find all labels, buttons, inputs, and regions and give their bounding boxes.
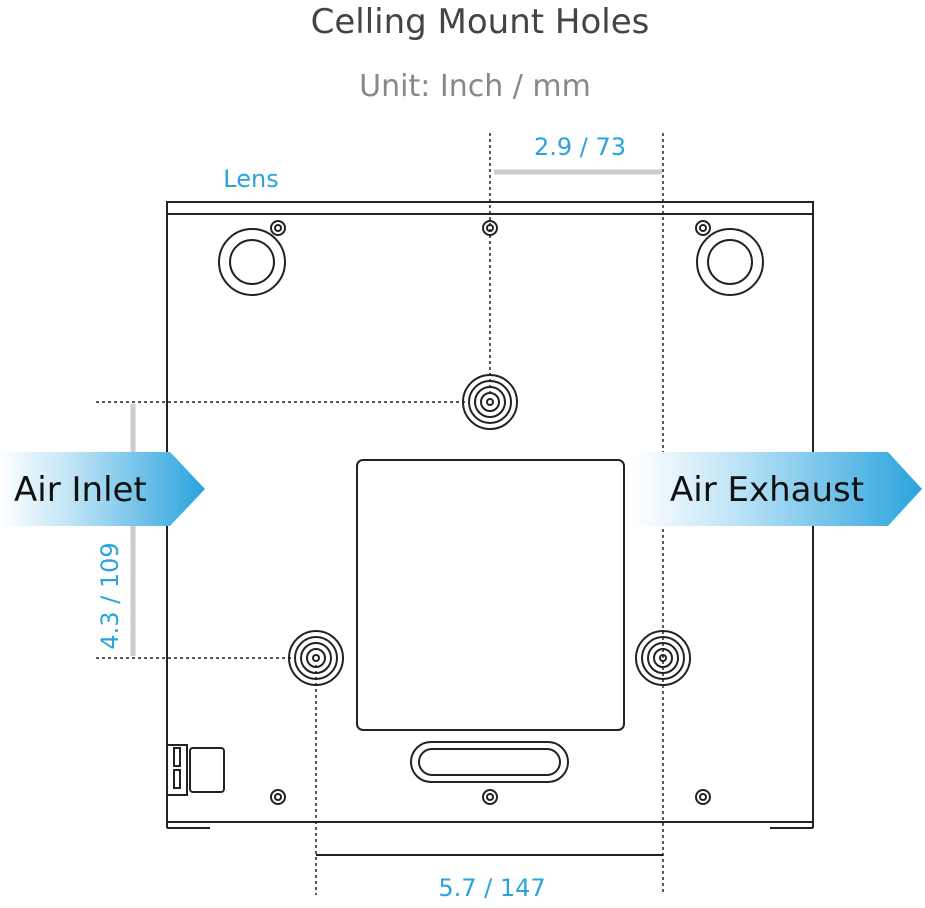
lens-label: Lens — [223, 165, 278, 193]
bottom-panel — [356, 459, 625, 731]
foot-right — [696, 228, 764, 296]
screw-top-right — [695, 220, 711, 236]
slot-handle — [410, 741, 569, 783]
air-exhaust-label: Air Exhaust — [670, 470, 864, 510]
air-exhaust-arrow: Air Exhaust — [633, 452, 922, 526]
screw-bottom-left — [270, 789, 286, 805]
side-connector — [166, 744, 225, 796]
unit-subtitle: Unit: Inch / mm — [359, 69, 591, 104]
screw-bottom-center — [482, 789, 498, 805]
screw-top-left — [270, 220, 286, 236]
foot-left — [218, 228, 286, 296]
diagram-title: Celling Mount Holes — [311, 2, 650, 42]
screw-bottom-right — [695, 789, 711, 805]
air-inlet-label: Air Inlet — [14, 470, 147, 510]
left-dimension-label: 4.3 / 109 — [96, 542, 124, 649]
top-dimension-label: 2.9 / 73 — [534, 133, 626, 161]
air-inlet-arrow: Air Inlet — [0, 452, 205, 526]
bottom-dimension-label: 5.7 / 147 — [438, 874, 545, 902]
